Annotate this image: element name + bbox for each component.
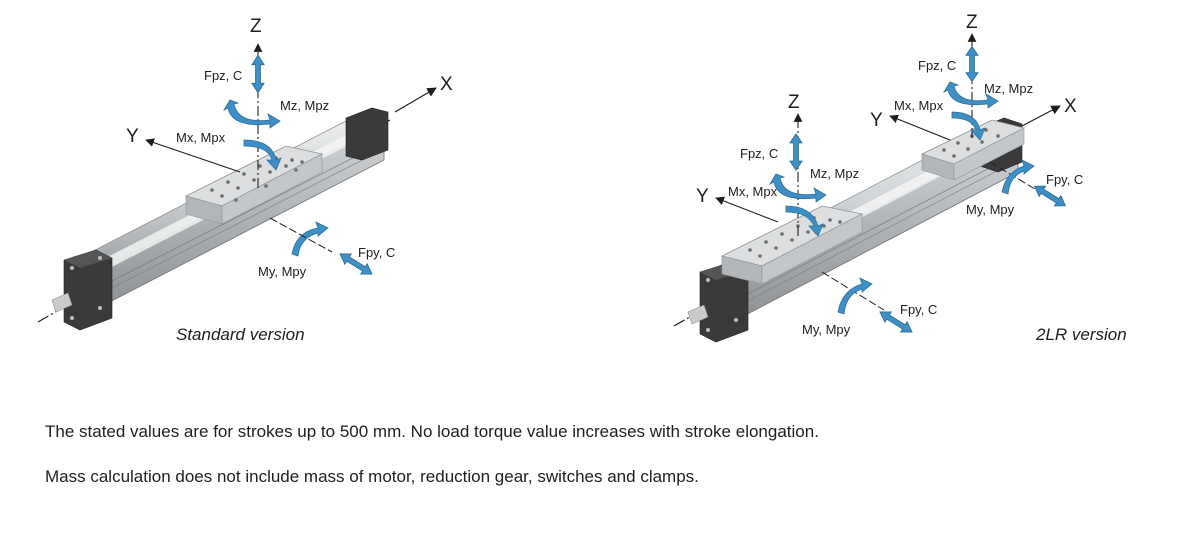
mz-label-carriage2: Mz, Mpz [984, 81, 1033, 96]
axis-x-label: X [440, 74, 453, 95]
axis-y-label-carriage1: Y [696, 186, 709, 207]
standard-version-caption: Standard version [176, 325, 305, 344]
note-stroke-values: The stated values are for strokes up to … [45, 422, 819, 441]
mx-label-carriage2: Mx, Mpx [894, 98, 944, 113]
mx-moment-arrow-carriage2 [951, 111, 986, 141]
standard-version-diagram: Z Y X Fpz, C Mz, Mpz Mx, Mpx My, Mpy Fpy… [37, 16, 453, 344]
mz-label-carriage1: Mz, Mpz [810, 166, 859, 181]
mx-label: Mx, Mpx [176, 130, 226, 145]
my-label: My, Mpy [258, 264, 307, 279]
my-moment-arrow-near [837, 277, 873, 315]
y-force-axis-line [269, 217, 333, 253]
2lr-version-caption: 2LR version [1035, 325, 1127, 344]
fpy-label-near: Fpy, C [900, 302, 937, 317]
y-axis-line [145, 138, 241, 173]
note-mass-calculation: Mass calculation does not include mass o… [45, 467, 699, 486]
mz-moment-arrow-carriage1 [768, 173, 827, 203]
mz-moment-arrow-carriage2 [942, 81, 999, 109]
fpz-label: Fpz, C [204, 68, 242, 83]
mx-moment-arrow-carriage1 [785, 205, 824, 237]
fpz-label-carriage2: Fpz, C [918, 58, 956, 73]
x-axis-arrow [394, 87, 437, 113]
my-label-far: My, Mpy [966, 202, 1015, 217]
my-moment-arrow-far [1001, 159, 1035, 195]
axis-z-label-carriage2: Z [966, 12, 978, 33]
fpy-label: Fpy, C [358, 245, 395, 260]
axis-z-label-carriage1: Z [788, 92, 800, 113]
fpz-label-carriage1: Fpz, C [740, 146, 778, 161]
mx-label-carriage1: Mx, Mpx [728, 184, 778, 199]
my-moment-arrow [291, 221, 329, 257]
mz-moment-arrow [222, 99, 281, 129]
fpz-force-arrow [251, 54, 265, 94]
y-axis-line-carriage1 [715, 196, 779, 223]
axis-z-label: Z [250, 16, 262, 37]
y-axis-line-carriage2 [889, 114, 951, 141]
axis-y-label-carriage2: Y [870, 110, 883, 131]
fpz-force-arrow-carriage1 [789, 133, 803, 171]
axis-y-label: Y [126, 126, 139, 147]
linear-actuator-2lr [687, 117, 1026, 343]
linear-actuator-standard [51, 107, 389, 331]
my-label-near: My, Mpy [802, 322, 851, 337]
x-axis-arrow-2lr [1021, 105, 1061, 127]
2lr-version-diagram: X [673, 12, 1127, 344]
fpy-label-far: Fpy, C [1046, 172, 1083, 187]
mz-label: Mz, Mpz [280, 98, 329, 113]
fpz-force-arrow-carriage2 [965, 46, 979, 82]
axis-x-label-2lr: X [1064, 96, 1077, 117]
mx-moment-arrow [243, 139, 282, 171]
